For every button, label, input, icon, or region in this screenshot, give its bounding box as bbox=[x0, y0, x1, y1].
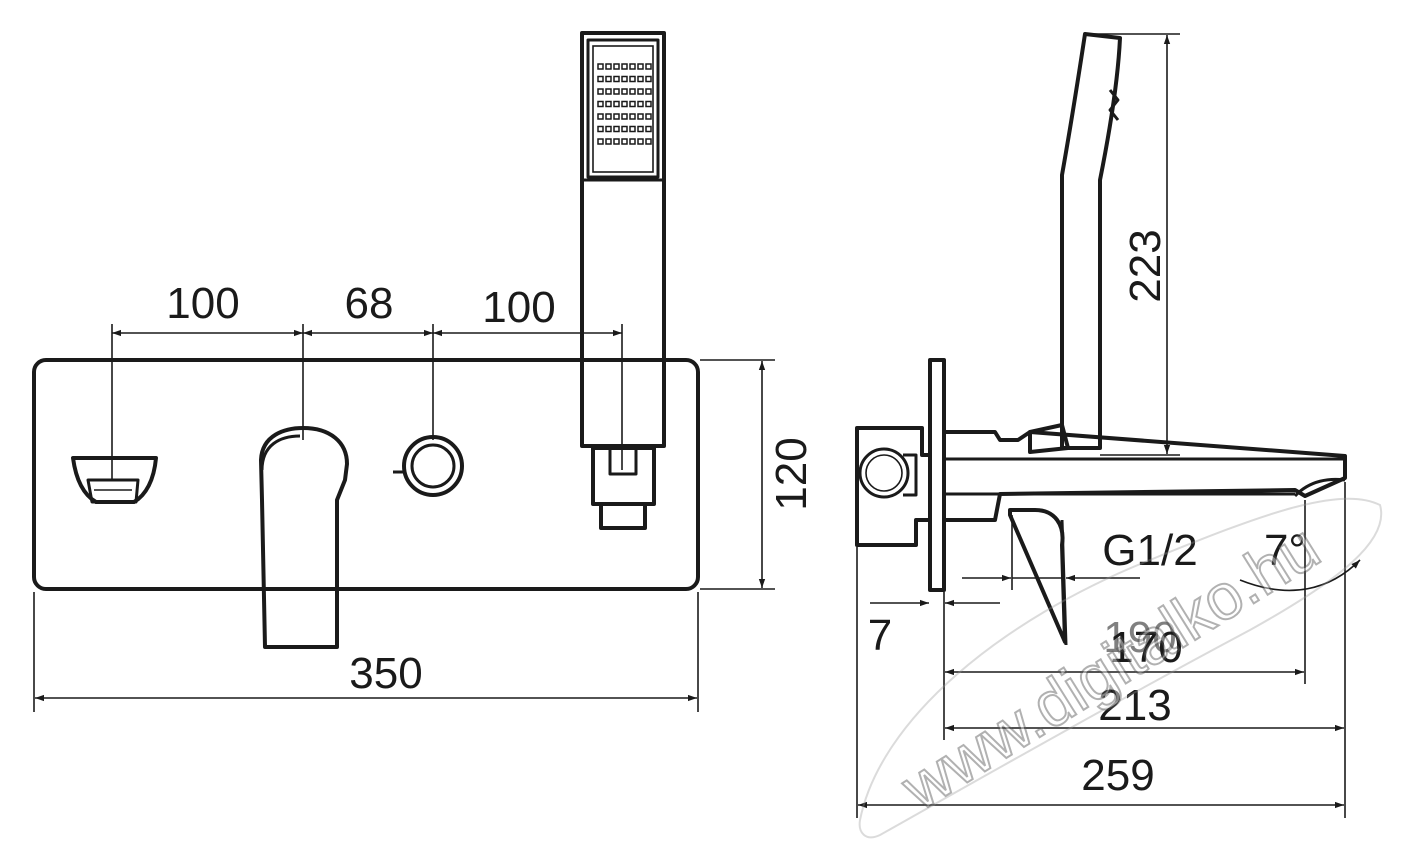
nozzle bbox=[621, 75, 628, 83]
nozzle bbox=[605, 63, 612, 70]
valve-body bbox=[855, 426, 932, 547]
nozzle bbox=[613, 113, 620, 120]
nozzle bbox=[621, 100, 628, 108]
nozzle bbox=[637, 100, 644, 108]
nozzle bbox=[645, 100, 652, 108]
mixer-lever-side bbox=[1008, 508, 1068, 646]
nozzle bbox=[629, 125, 636, 133]
hand-shower-side bbox=[1028, 32, 1122, 454]
dim-spout-angle: 7° bbox=[1264, 526, 1306, 575]
dim-spacing-middle: 68 bbox=[345, 279, 394, 328]
nozzle bbox=[637, 75, 644, 83]
nozzle bbox=[597, 138, 604, 145]
nozzle bbox=[629, 63, 636, 70]
nozzle bbox=[637, 88, 644, 95]
wall-plate-side bbox=[928, 358, 946, 592]
nozzle bbox=[645, 88, 652, 95]
nozzle bbox=[605, 75, 612, 83]
nozzle bbox=[613, 138, 620, 145]
side-view: 223 G1/2 7° 7 170 190 213 259 bbox=[855, 32, 1361, 818]
nozzle bbox=[597, 113, 604, 120]
nozzle bbox=[645, 125, 652, 133]
dim-spout-190: 190 bbox=[1103, 613, 1176, 662]
nozzle bbox=[597, 125, 604, 133]
nozzle bbox=[645, 63, 652, 70]
nozzle bbox=[605, 113, 612, 120]
dim-plate-thickness: 7 bbox=[868, 611, 892, 660]
nozzle bbox=[597, 75, 604, 83]
wall-plate bbox=[32, 358, 700, 591]
nozzle bbox=[621, 125, 628, 133]
spout bbox=[942, 430, 1347, 522]
nozzle bbox=[605, 88, 612, 95]
dim-spacing-right: 100 bbox=[482, 283, 555, 332]
front-view: 100 68 100 120 350 bbox=[32, 31, 816, 712]
dim-shower-height: 223 bbox=[1121, 229, 1170, 302]
nozzle bbox=[613, 100, 620, 108]
nozzle bbox=[613, 63, 620, 70]
nozzle bbox=[613, 125, 620, 133]
nozzle bbox=[613, 75, 620, 83]
nozzle bbox=[645, 75, 652, 83]
nozzle bbox=[629, 113, 636, 120]
nozzle bbox=[629, 75, 636, 83]
nozzle bbox=[597, 100, 604, 108]
nozzle bbox=[621, 113, 628, 120]
nozzle bbox=[605, 138, 612, 145]
nozzle bbox=[637, 138, 644, 145]
nozzle bbox=[613, 88, 620, 95]
dim-spout-170: 170 bbox=[1109, 623, 1182, 672]
dim-overall-width: 350 bbox=[349, 649, 422, 698]
mixer-lever bbox=[259, 426, 349, 649]
nozzle bbox=[597, 63, 604, 70]
nozzle bbox=[637, 113, 644, 120]
nozzle-grid bbox=[597, 63, 652, 145]
control-knob bbox=[393, 435, 464, 497]
dim-thread: G1/2 bbox=[1102, 526, 1197, 575]
dim-plate-height: 120 bbox=[767, 437, 816, 510]
nozzle bbox=[597, 88, 604, 95]
nozzle bbox=[605, 125, 612, 133]
nozzle bbox=[629, 138, 636, 145]
nozzle bbox=[645, 138, 652, 145]
nozzle bbox=[621, 138, 628, 145]
dim-overall-depth: 259 bbox=[1081, 751, 1154, 800]
nozzle bbox=[621, 88, 628, 95]
nozzle bbox=[637, 63, 644, 70]
nozzle bbox=[629, 100, 636, 108]
nozzle bbox=[645, 113, 652, 120]
nozzle bbox=[621, 63, 628, 70]
nozzle bbox=[605, 100, 612, 108]
nozzle bbox=[637, 125, 644, 133]
dim-spout-213: 213 bbox=[1098, 681, 1171, 730]
dim-spacing-left: 100 bbox=[166, 279, 239, 328]
hand-shower-front bbox=[580, 31, 666, 530]
nozzle bbox=[629, 88, 636, 95]
diverter-knob bbox=[71, 456, 158, 504]
